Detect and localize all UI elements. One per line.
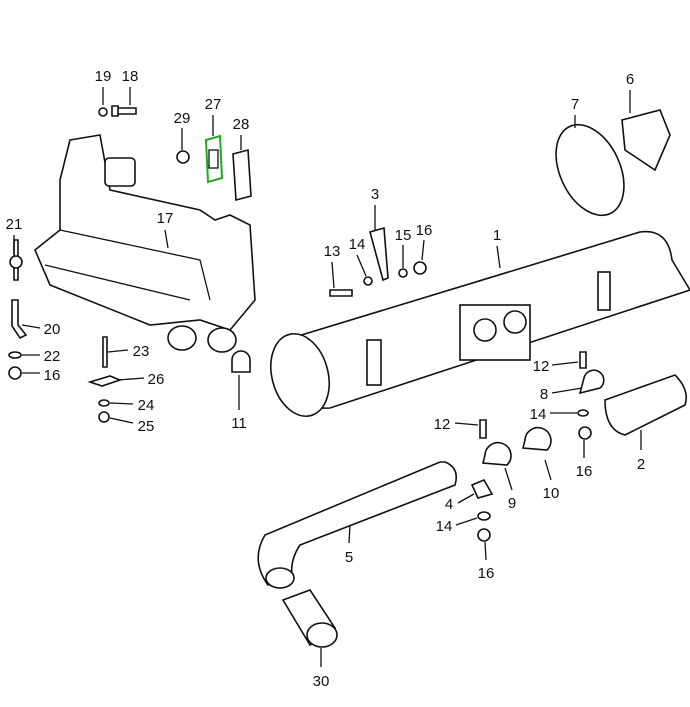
callout-24[interactable]: 24 bbox=[138, 397, 155, 414]
callout-15[interactable]: 15 bbox=[395, 227, 412, 244]
muffler-part-1[interactable] bbox=[262, 230, 690, 423]
bolt-part-18[interactable] bbox=[111, 105, 137, 117]
callout-16[interactable]: 16 bbox=[416, 222, 433, 239]
heat-exchanger-part-17[interactable] bbox=[34, 134, 256, 353]
callout-2[interactable]: 2 bbox=[637, 456, 645, 473]
clamp-part-9[interactable] bbox=[481, 441, 512, 466]
callout-12[interactable]: 12 bbox=[434, 416, 451, 433]
callout-16[interactable]: 16 bbox=[478, 565, 495, 582]
bracket-part-26[interactable] bbox=[87, 375, 123, 387]
callout-14[interactable]: 14 bbox=[530, 406, 547, 423]
callout-5[interactable]: 5 bbox=[345, 549, 353, 566]
nut-part-25[interactable] bbox=[98, 411, 110, 423]
clamp-part-10[interactable] bbox=[521, 426, 552, 451]
callout-1[interactable]: 1 bbox=[493, 227, 501, 244]
leader-lines bbox=[13, 87, 642, 667]
tailpipe-part-2[interactable] bbox=[604, 374, 688, 436]
callout-10[interactable]: 10 bbox=[543, 485, 560, 502]
callout-6[interactable]: 6 bbox=[626, 71, 634, 88]
callout-18[interactable]: 18 bbox=[122, 68, 139, 85]
washer-part-22[interactable] bbox=[8, 351, 22, 359]
callout-4[interactable]: 4 bbox=[445, 496, 453, 513]
callout-labels: 19 18 29 27 28 7 6 3 14 15 16 1 13 21 17… bbox=[6, 68, 646, 690]
callout-23[interactable]: 23 bbox=[133, 343, 150, 360]
callout-19[interactable]: 19 bbox=[95, 68, 112, 85]
callout-25[interactable]: 25 bbox=[138, 418, 155, 435]
clamp-part-11[interactable] bbox=[231, 350, 251, 373]
callout-14[interactable]: 14 bbox=[349, 236, 366, 253]
callout-26[interactable]: 26 bbox=[148, 371, 165, 388]
callout-27[interactable]: 27 bbox=[205, 96, 222, 113]
flange-part-28[interactable] bbox=[232, 148, 252, 202]
bracket-part-3[interactable] bbox=[369, 226, 389, 282]
clamp-part-8[interactable] bbox=[578, 369, 605, 395]
callout-3[interactable]: 3 bbox=[371, 186, 379, 203]
washer-part-24[interactable] bbox=[98, 399, 110, 407]
callout-30[interactable]: 30 bbox=[313, 673, 330, 690]
callout-16[interactable]: 16 bbox=[576, 463, 593, 480]
callout-20[interactable]: 20 bbox=[44, 321, 61, 338]
callout-21[interactable]: 21 bbox=[6, 216, 23, 233]
callout-17[interactable]: 17 bbox=[157, 210, 174, 227]
callout-16[interactable]: 16 bbox=[44, 367, 61, 384]
pipe-part-5[interactable] bbox=[257, 461, 458, 586]
clamp-part-7[interactable] bbox=[543, 114, 638, 226]
nut-part-29[interactable] bbox=[176, 150, 190, 164]
callout-9[interactable]: 9 bbox=[508, 495, 516, 512]
callout-11[interactable]: 11 bbox=[231, 415, 247, 432]
callout-14[interactable]: 14 bbox=[436, 518, 453, 535]
callout-28[interactable]: 28 bbox=[233, 116, 250, 133]
bolt-part-23[interactable] bbox=[102, 336, 108, 368]
washer-part-19[interactable] bbox=[98, 107, 108, 117]
callout-8[interactable]: 8 bbox=[540, 386, 548, 403]
callout-12[interactable]: 12 bbox=[533, 358, 550, 375]
nut-part-16[interactable] bbox=[8, 366, 22, 380]
callout-22[interactable]: 22 bbox=[44, 348, 61, 365]
callout-13[interactable]: 13 bbox=[324, 243, 341, 260]
gasket-part-27[interactable] bbox=[204, 134, 224, 184]
bracket-part-4[interactable] bbox=[470, 478, 494, 499]
bracket-part-20[interactable] bbox=[11, 299, 28, 340]
callout-7[interactable]: 7 bbox=[571, 96, 579, 113]
bolt-part-13[interactable] bbox=[329, 289, 353, 297]
bracket-part-6[interactable] bbox=[621, 109, 671, 172]
callout-29[interactable]: 29 bbox=[174, 110, 191, 127]
